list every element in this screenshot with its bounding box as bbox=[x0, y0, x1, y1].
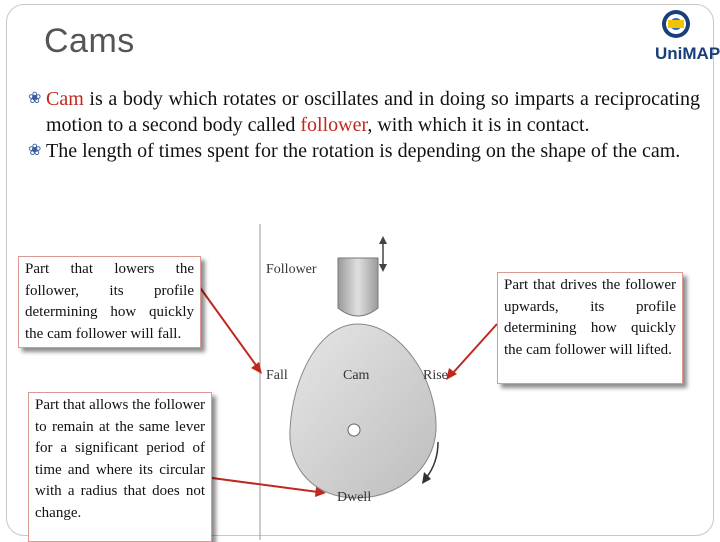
bullet-icon: ❀ bbox=[28, 142, 42, 159]
callout-fall: Part that lowers the follower, its profi… bbox=[18, 256, 201, 348]
slide-frame bbox=[6, 4, 714, 536]
label-rise: Rise bbox=[423, 368, 448, 383]
bullet-item: ❀ Cam is a body which rotates or oscilla… bbox=[28, 86, 700, 138]
label-cam: Cam bbox=[343, 368, 370, 383]
bullet-list: ❀ Cam is a body which rotates or oscilla… bbox=[28, 86, 700, 164]
unimap-logo-icon bbox=[662, 10, 690, 38]
rotation-arrow bbox=[425, 441, 439, 479]
bullet-text: is a body which rotates or oscillates an… bbox=[46, 88, 700, 136]
callout-rise: Part that drives the follower upwards, i… bbox=[497, 272, 683, 384]
callout-dwell: Part that allows the follower to remain … bbox=[28, 392, 212, 542]
term-follower: follower bbox=[300, 114, 368, 136]
cam-shaft-hole bbox=[347, 423, 361, 437]
follower-shape bbox=[337, 257, 379, 317]
bullet-text: The length of times spent for the rotati… bbox=[46, 140, 681, 162]
slide-title: Cams bbox=[44, 22, 135, 60]
bullet-text: , with which it is in contact. bbox=[367, 114, 590, 136]
term-cam: Cam bbox=[46, 88, 84, 110]
cam-diagram bbox=[259, 224, 439, 540]
logo-text: UniMAP bbox=[655, 44, 720, 63]
label-dwell: Dwell bbox=[337, 490, 372, 505]
bullet-icon: ❀ bbox=[28, 90, 42, 107]
bullet-item: ❀ The length of times spent for the rota… bbox=[28, 138, 700, 164]
label-fall: Fall bbox=[266, 368, 288, 383]
cam-shape bbox=[289, 323, 437, 499]
label-follower: Follower bbox=[266, 262, 317, 277]
